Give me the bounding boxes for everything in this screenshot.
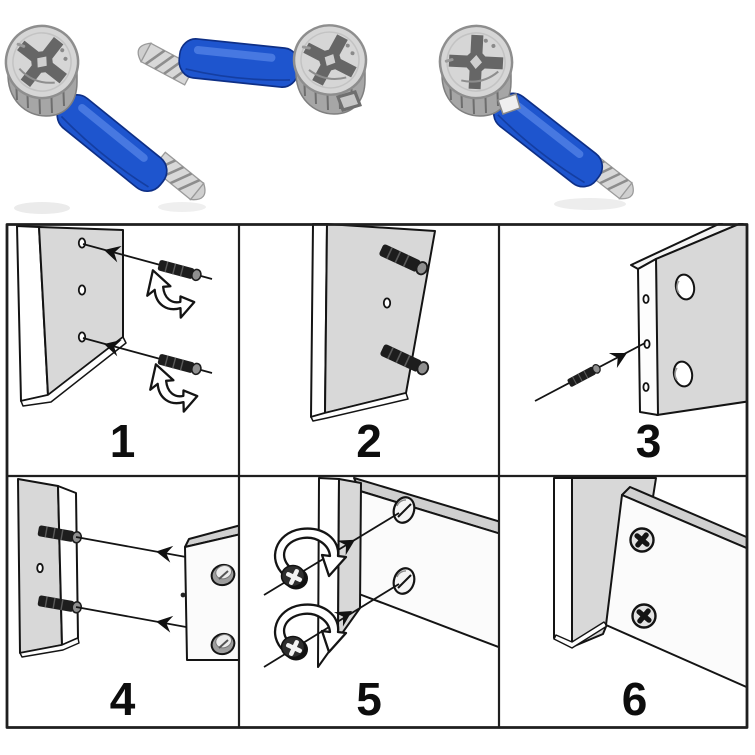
shadow	[14, 202, 70, 214]
cam-lock-icon	[280, 564, 309, 591]
step-6-panel	[553, 477, 748, 689]
instruction-grid	[5, 223, 749, 729]
board-edge	[637, 258, 659, 416]
join-axis-line	[75, 606, 187, 628]
step-3-panel	[534, 223, 748, 416]
pilot-hole	[36, 562, 44, 574]
dowel-bolt-with-cam-lock-middle-icon	[132, 18, 373, 115]
edge-hole	[642, 382, 650, 392]
pilot-hole	[77, 237, 87, 249]
board-edge	[57, 485, 79, 646]
phillips-cam-head-icon	[630, 602, 658, 630]
edge-hole	[180, 592, 186, 598]
shadow	[158, 202, 206, 212]
join-axis-line	[75, 536, 187, 558]
join-arrowhead	[154, 613, 174, 633]
step-5-panel	[263, 477, 499, 668]
join-arrowhead	[154, 543, 174, 563]
board-underside	[553, 621, 608, 649]
product-photo	[0, 14, 640, 214]
shelf-face	[605, 494, 748, 689]
dowel-pin	[566, 362, 603, 389]
board-underside	[310, 392, 409, 422]
cam-socket-notch	[497, 93, 521, 115]
board-underside	[19, 637, 80, 658]
insert-arrowhead	[608, 345, 631, 369]
edge-hole	[643, 339, 651, 349]
pilot-hole	[77, 284, 87, 296]
shadow	[554, 198, 626, 210]
cam-access-hole	[674, 273, 696, 301]
pilot-hole	[382, 297, 392, 309]
pilot-hole	[77, 331, 87, 343]
phillips-cam-head-icon	[628, 526, 656, 554]
cam-socket-inner	[340, 94, 358, 108]
cam-lock-nut-with-dowel-left-icon	[0, 14, 212, 206]
cam-lock-icon	[280, 635, 309, 662]
shelf-face	[358, 490, 499, 649]
blue-dowel-sleeve	[176, 36, 302, 90]
step-4-panel	[17, 478, 239, 661]
cam-lock-nut-with-dowel-right-icon	[430, 16, 640, 205]
cam-access-hole	[672, 360, 694, 388]
edge-hole	[642, 294, 650, 304]
step-1-panel	[16, 225, 213, 421]
dowel-pin	[156, 258, 203, 283]
grid-lines	[5, 223, 749, 729]
upright-board-edge	[553, 477, 573, 648]
step-2-panel	[310, 223, 436, 422]
